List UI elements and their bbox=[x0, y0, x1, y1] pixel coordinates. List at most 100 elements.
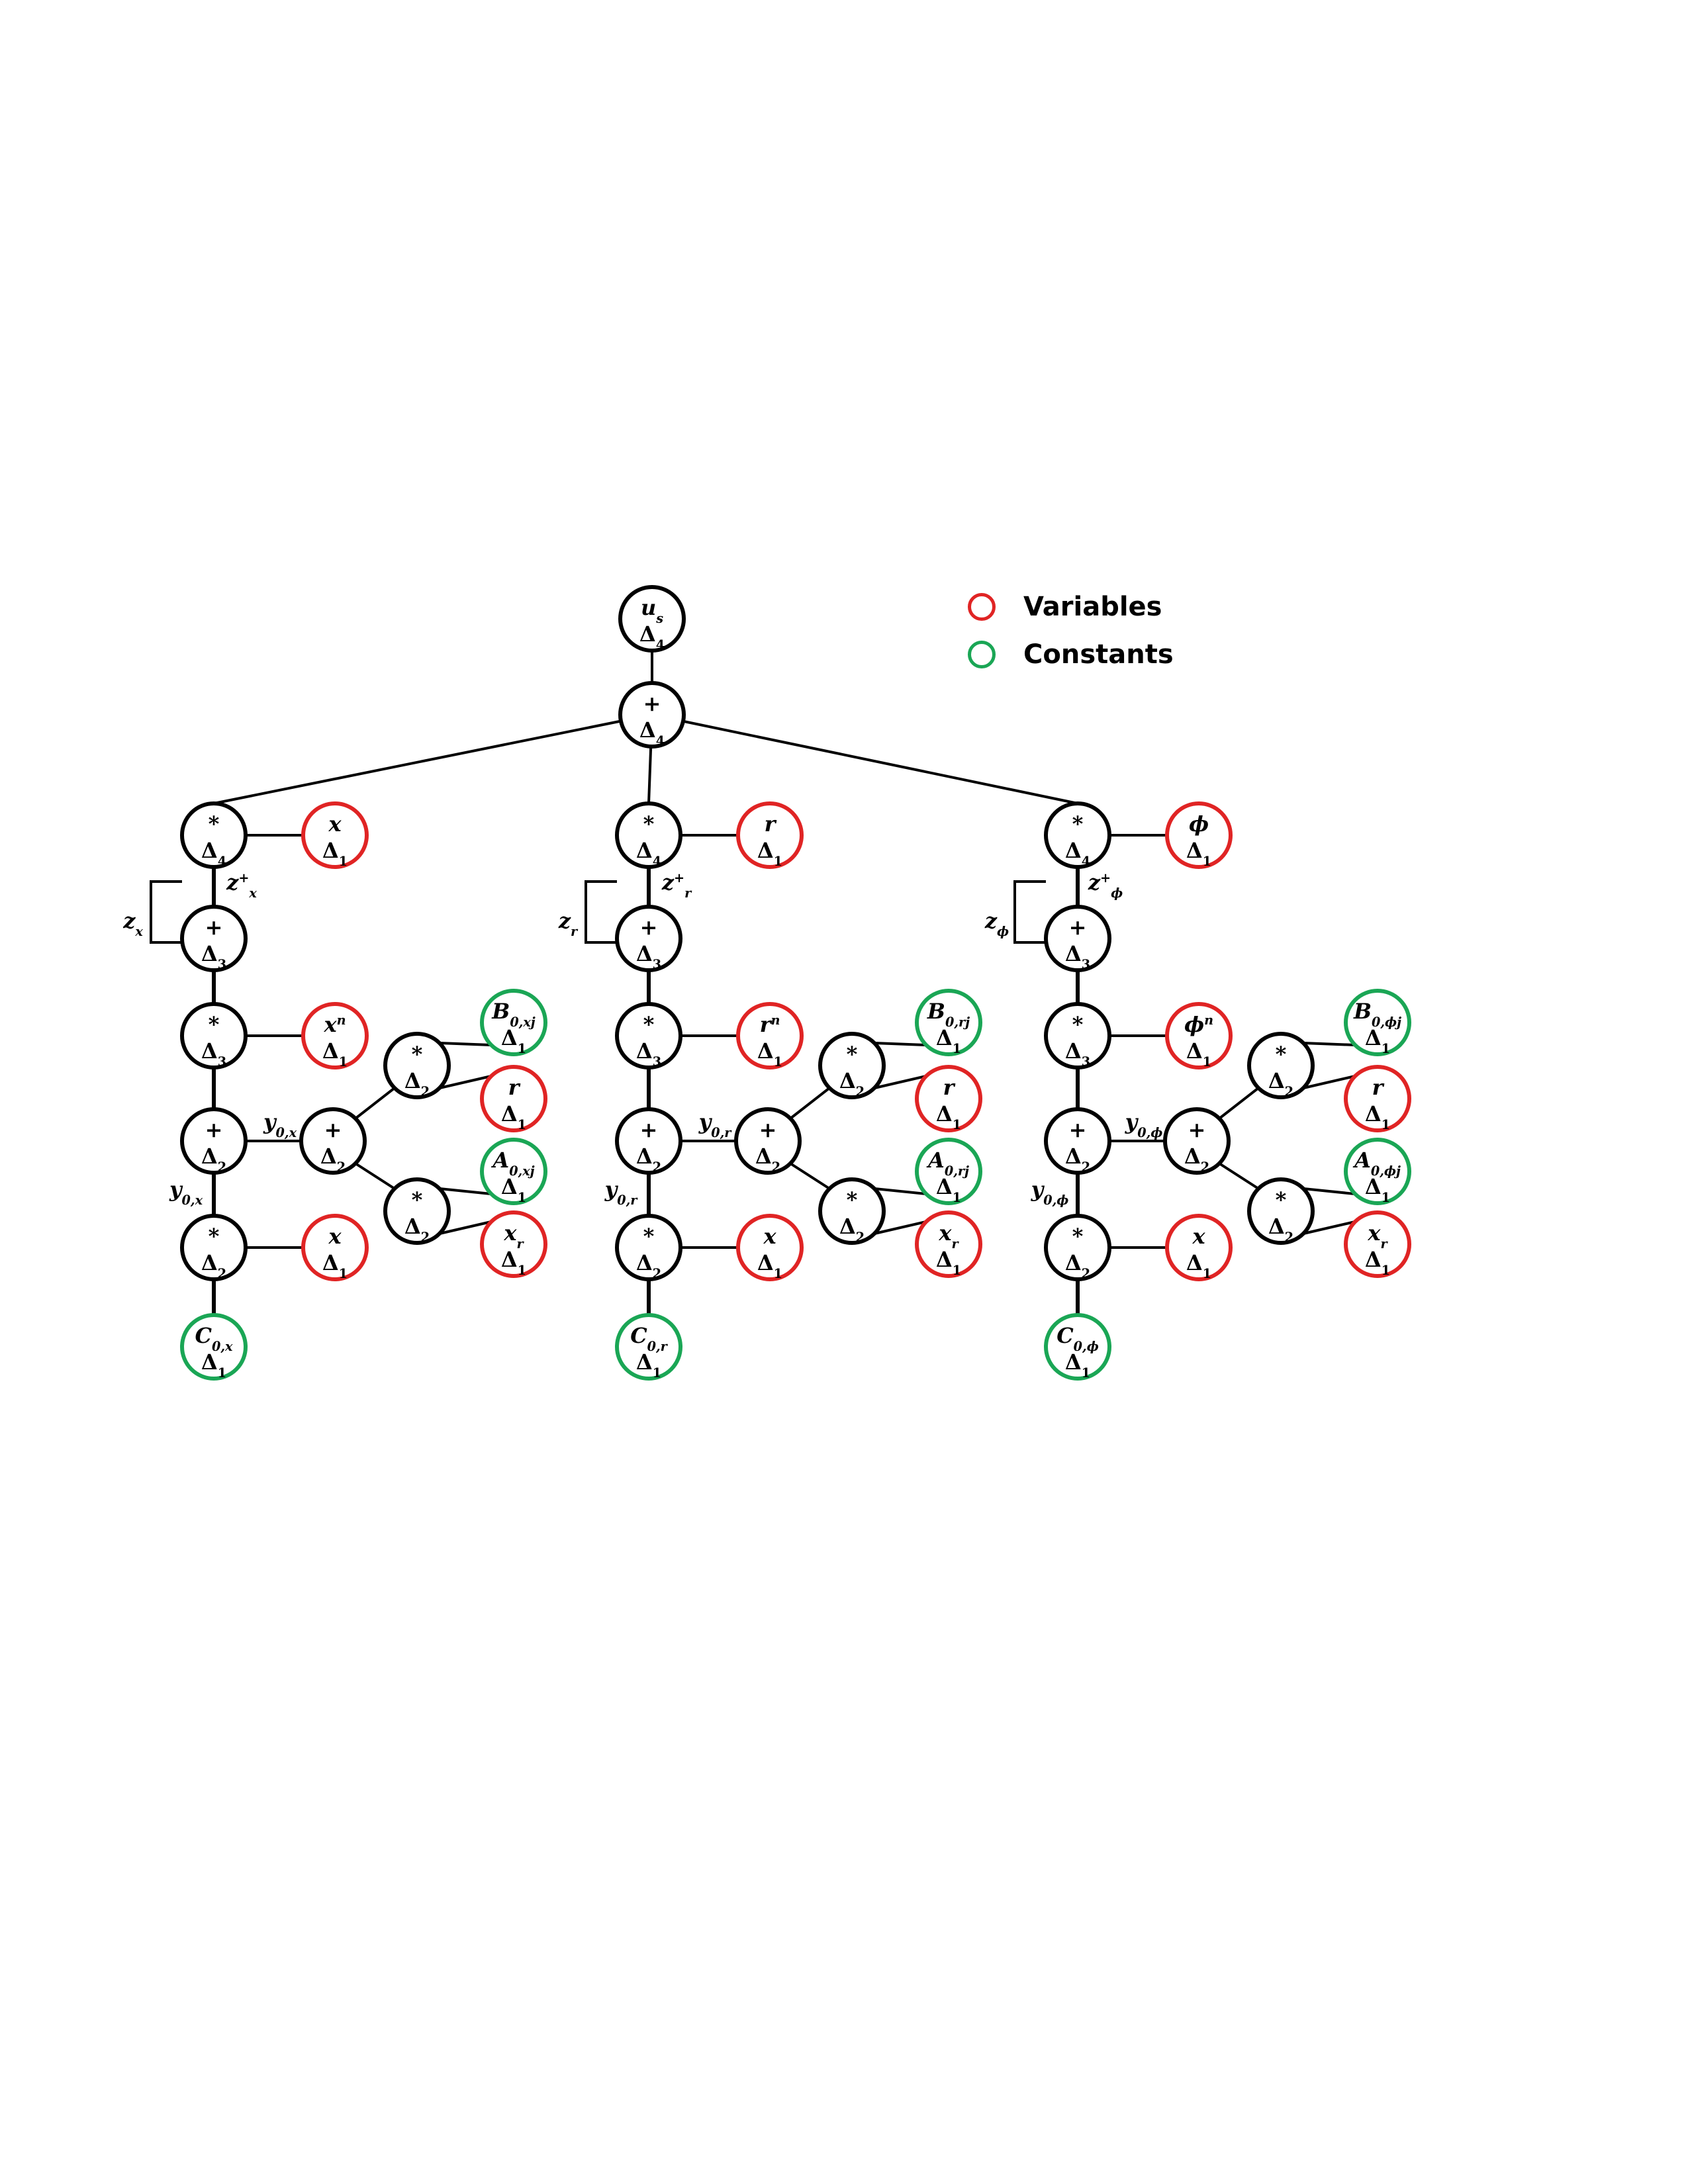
edge-sum-branch-0 bbox=[213, 713, 653, 805]
branch-x-const-b-bottom-label: Δ1 bbox=[501, 1025, 526, 1056]
branch-x-const-b-ring bbox=[480, 989, 547, 1056]
branch-x-plus-2: +Δ2 bbox=[180, 1107, 248, 1175]
branch-x-mid-plus-top-label: + bbox=[324, 1117, 342, 1142]
branch-phi-mid-plus: +Δ2 bbox=[1163, 1107, 1231, 1175]
branch-phi-edge-ma-vr bbox=[1303, 1075, 1356, 1089]
branch-phi-const-c-ring bbox=[1044, 1313, 1111, 1381]
branch-x-mult-3-ring bbox=[180, 1002, 248, 1069]
branch-r-var-xr-ring bbox=[915, 1210, 982, 1278]
branch-r-var-xr-bottom-label: Δ1 bbox=[936, 1247, 961, 1278]
branch-phi-var-main-bottom-label: Δ1 bbox=[1186, 838, 1211, 869]
branch-x-plus-2-top-label: + bbox=[205, 1117, 223, 1142]
branch-r-var-low-bottom-label: Δ1 bbox=[757, 1250, 782, 1281]
branch-r-mult-b: *Δ2 bbox=[818, 1177, 886, 1245]
branch-r-mult-top-top-label: * bbox=[643, 811, 655, 837]
branch-r-var-r-top-label: r bbox=[943, 1075, 956, 1100]
branch-x-var-r-bottom-label: Δ1 bbox=[501, 1101, 526, 1132]
branch-x-plus-3-ring bbox=[180, 905, 248, 972]
branch-r-edge-ma-vr bbox=[874, 1075, 927, 1089]
branch-phi-edge-mb-ca bbox=[1303, 1187, 1356, 1195]
branch-x-const-a-ring bbox=[480, 1138, 547, 1205]
branch-x-plus-3: +Δ3 bbox=[180, 905, 248, 972]
branch-r-mid-plus-top-label: + bbox=[759, 1117, 777, 1142]
branch-phi-mult-1-top-label: * bbox=[1072, 1224, 1084, 1249]
branch-x-var-n-bottom-label: Δ1 bbox=[322, 1038, 348, 1069]
branch-r-const-c-ring bbox=[615, 1313, 682, 1381]
branch-x-var-low: xΔ1 bbox=[301, 1214, 369, 1281]
branch-x-plus-3-bottom-label: Δ3 bbox=[201, 941, 226, 972]
branch-r-const-c-top-label: C0,r bbox=[630, 1323, 668, 1354]
branch-phi-mult-3-ring bbox=[1044, 1002, 1111, 1069]
branch-r-var-main: rΔ1 bbox=[736, 801, 804, 869]
branch-r-mult-top-bottom-label: Δ4 bbox=[636, 838, 661, 869]
branch-x-const-c: C0,xΔ1 bbox=[180, 1313, 248, 1381]
edge-sum-branch-2 bbox=[651, 713, 1078, 805]
branch-phi-mult-1-ring bbox=[1044, 1214, 1111, 1281]
branch-phi-var-r-bottom-label: Δ1 bbox=[1365, 1101, 1390, 1132]
branch-r-var-main-ring bbox=[736, 801, 804, 869]
sum-node-ring bbox=[618, 681, 686, 749]
branch-phi-mult-a-ring bbox=[1247, 1032, 1315, 1099]
branch-phi-const-b-top-label: B0,ϕj bbox=[1353, 999, 1401, 1030]
branch-phi-edge-mid-mb bbox=[1218, 1162, 1260, 1190]
branch-phi-mid-plus-top-label: + bbox=[1188, 1117, 1206, 1142]
branch-x-edge-ma-cb bbox=[439, 1042, 492, 1046]
branch-x-mid-plus-bottom-label: Δ2 bbox=[320, 1144, 346, 1175]
branch-x-var-main-bottom-label: Δ1 bbox=[322, 838, 348, 869]
loop-brackets bbox=[150, 880, 1046, 944]
branch-phi-var-low: xΔ1 bbox=[1165, 1214, 1233, 1281]
branch-phi-mult-a-bottom-label: Δ2 bbox=[1268, 1068, 1293, 1099]
branch-x-edge-ma-vr bbox=[439, 1075, 492, 1089]
branch-x-y0-label: y0,x bbox=[263, 1109, 297, 1140]
branch-x-mid-plus-ring bbox=[299, 1107, 367, 1175]
branch-r-y0-label: y0,r bbox=[698, 1109, 733, 1140]
branch-x-const-c-top-label: C0,x bbox=[195, 1323, 233, 1354]
branch-r-plus-3: +Δ3 bbox=[615, 905, 682, 972]
branch-r-var-r: rΔ1 bbox=[915, 1065, 982, 1132]
branch-r-y0-label-2: y0,r bbox=[604, 1177, 639, 1208]
branch-phi-mult-b-top-label: * bbox=[1276, 1187, 1287, 1212]
branch-r-var-main-top-label: r bbox=[765, 811, 777, 837]
branch-phi-var-low-top-label: x bbox=[1192, 1224, 1205, 1249]
branch-phi-var-xr-bottom-label: Δ1 bbox=[1365, 1247, 1390, 1278]
branch-r-var-n-bottom-label: Δ1 bbox=[757, 1038, 782, 1069]
branch-phi-plus-2-ring bbox=[1044, 1107, 1111, 1175]
branch-r-var-low-ring bbox=[736, 1214, 804, 1281]
branch-phi-var-r-top-label: r bbox=[1372, 1075, 1385, 1100]
root-node-ring bbox=[618, 585, 686, 653]
branch-x-mult-a-top-label: * bbox=[412, 1042, 423, 1067]
branch-r-mult-1-ring bbox=[615, 1214, 682, 1281]
branch-x-var-main: xΔ1 bbox=[301, 801, 369, 869]
branch-phi-const-a-bottom-label: Δ1 bbox=[1365, 1174, 1390, 1205]
legend-label-variables: Variables bbox=[1023, 592, 1162, 622]
branch-x-mult-1-bottom-label: Δ2 bbox=[201, 1250, 226, 1281]
branch-r-const-b-bottom-label: Δ1 bbox=[936, 1025, 961, 1056]
branch-x-mult-a-bottom-label: Δ2 bbox=[404, 1068, 430, 1099]
branch-x-mult-1: *Δ2 bbox=[180, 1214, 248, 1281]
branch-x-const-b-top-label: B0,xj bbox=[491, 999, 536, 1030]
branch-r-edge-mid-mb bbox=[789, 1162, 831, 1190]
branch-x-mult-b-bottom-label: Δ2 bbox=[404, 1214, 430, 1245]
branch-x-mult-top-bottom-label: Δ4 bbox=[201, 838, 226, 869]
branch-x-var-r-ring bbox=[480, 1065, 547, 1132]
branch-phi-const-b-ring bbox=[1344, 989, 1411, 1056]
branch-r-mult-1: *Δ2 bbox=[615, 1214, 682, 1281]
constants-ring-icon bbox=[968, 641, 996, 668]
branch-r-plus-2: +Δ2 bbox=[615, 1107, 682, 1175]
branch-x-mult-b-top-label: * bbox=[412, 1187, 423, 1212]
branch-x-mult-a: *Δ2 bbox=[383, 1032, 451, 1099]
branch-r-var-low: xΔ1 bbox=[736, 1214, 804, 1281]
branch-r-const-a-top-label: A0,rj bbox=[926, 1148, 969, 1179]
sum-node-top-label: + bbox=[643, 691, 661, 716]
branch-x-plus-2-bottom-label: Δ2 bbox=[201, 1144, 226, 1175]
branch-phi-const-b-bottom-label: Δ1 bbox=[1365, 1025, 1390, 1056]
branch-r-mult-a-ring bbox=[818, 1032, 886, 1099]
branch-r-z-label: zr bbox=[558, 908, 579, 939]
branch-phi-mult-a: *Δ2 bbox=[1247, 1032, 1315, 1099]
